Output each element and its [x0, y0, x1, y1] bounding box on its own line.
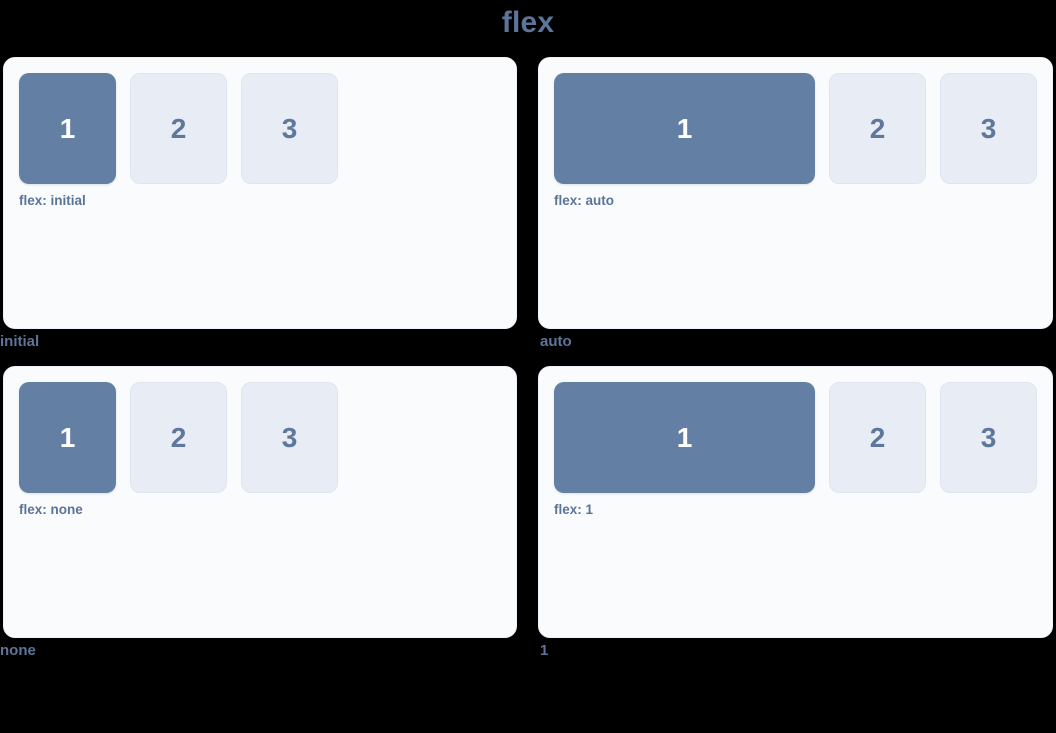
flex-row-auto: 1 2 3	[554, 73, 1037, 184]
demo-cell-one: 1 2 3 flex: 1 1	[538, 366, 1056, 659]
flex-item-number: 2	[170, 112, 187, 144]
flex-item-number: 2	[869, 421, 886, 453]
flex-container-one: 1 2 3 flex: 1	[538, 366, 1053, 638]
flex-item-2[interactable]: 2	[130, 73, 227, 184]
flex-row-one: 1 2 3	[554, 382, 1037, 493]
panel-label-none: none	[0, 642, 36, 659]
flex-demo-grid: 1 2 3 flex: initial initial 1	[0, 57, 1056, 659]
panel-label-one: 1	[540, 642, 549, 659]
flex-item-number: 1	[59, 112, 76, 144]
flex-item-1[interactable]: 1	[19, 73, 116, 184]
flex-row-initial: 1 2 3	[19, 73, 501, 184]
flex-row-none: 1 2 3	[19, 382, 501, 493]
panel-label-auto: auto	[540, 333, 572, 350]
demo-cell-none: 1 2 3 flex: none none	[0, 366, 520, 659]
flex-item-2[interactable]: 2	[829, 73, 926, 184]
panel-caption: flex: auto	[554, 193, 615, 208]
flex-item-2[interactable]: 2	[829, 382, 926, 493]
flex-container-auto: 1 2 3 flex: auto	[538, 57, 1053, 329]
flex-item-number: 1	[676, 421, 693, 453]
flex-item-number: 3	[980, 112, 997, 144]
flex-item-3[interactable]: 3	[940, 73, 1037, 184]
panel-caption: flex: initial	[19, 193, 86, 208]
flex-container-none: 1 2 3 flex: none	[3, 366, 517, 638]
flex-item-3[interactable]: 3	[241, 382, 338, 493]
demo-cell-initial: 1 2 3 flex: initial initial	[0, 57, 520, 350]
flex-item-3[interactable]: 3	[241, 73, 338, 184]
flex-container-initial: 1 2 3 flex: initial	[3, 57, 517, 329]
panel-caption: flex: 1	[554, 502, 594, 517]
flex-item-number: 2	[170, 421, 187, 453]
flex-item-2[interactable]: 2	[130, 382, 227, 493]
flex-item-1[interactable]: 1	[554, 73, 815, 184]
flex-item-number: 1	[59, 421, 76, 453]
demo-cell-auto: 1 2 3 flex: auto auto	[538, 57, 1056, 350]
flex-item-3[interactable]: 3	[940, 382, 1037, 493]
flex-item-number: 2	[869, 112, 886, 144]
panel-label-initial: initial	[0, 333, 40, 350]
page-title: flex	[501, 6, 555, 39]
flex-item-number: 3	[281, 421, 298, 453]
flex-item-1[interactable]: 1	[554, 382, 815, 493]
flex-item-1[interactable]: 1	[19, 382, 116, 493]
panel-caption: flex: none	[19, 502, 83, 517]
flex-item-number: 3	[980, 421, 997, 453]
flex-item-number: 3	[281, 112, 298, 144]
flex-item-number: 1	[676, 112, 693, 144]
